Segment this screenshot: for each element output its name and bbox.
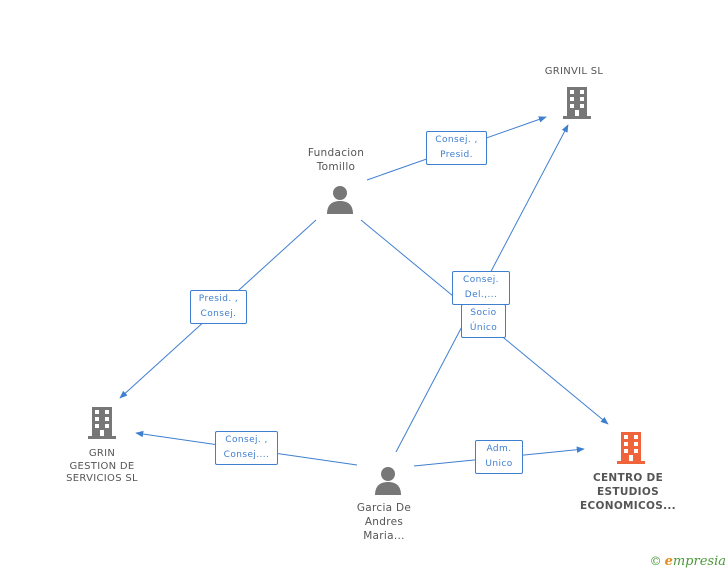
edge-label-garcia-centro: Adm. Unico [475, 440, 523, 474]
building-icon [563, 87, 591, 119]
node-label-garcia[interactable]: Garcia De Andres Maria... [356, 502, 412, 542]
node-label-grin[interactable]: GRIN GESTION DE SERVICIOS SL [66, 448, 138, 484]
node-label-fundacion[interactable]: Fundacion Tomillo [307, 147, 365, 173]
edge-label-fundacion-grinvil: Consej. , Presid. [426, 131, 487, 165]
edge-label-garcia-grinvil: Socio Único [461, 304, 506, 338]
copyright-icon: © [649, 554, 662, 568]
edge-label-garcia-grin: Consej. , Consej.... [215, 431, 278, 465]
node-label-grinvil[interactable]: GRINVIL SL [544, 66, 604, 77]
edge-label-fundacion-grin: Presid. , Consej. [190, 290, 247, 324]
building-icon [88, 407, 116, 439]
brand-name: mpresia [672, 554, 726, 569]
edge-label-fundacion-centro: Consej. Del.,... [452, 271, 510, 305]
person-icon [375, 467, 401, 495]
person-icon [327, 186, 353, 214]
empresia-brand[interactable]: ©empresia [650, 554, 726, 569]
brand-letter: e [664, 554, 673, 569]
building-focus-icon [617, 432, 645, 464]
node-label-centro[interactable]: CENTRO DE ESTUDIOS ECONOMICOS... [580, 472, 676, 512]
